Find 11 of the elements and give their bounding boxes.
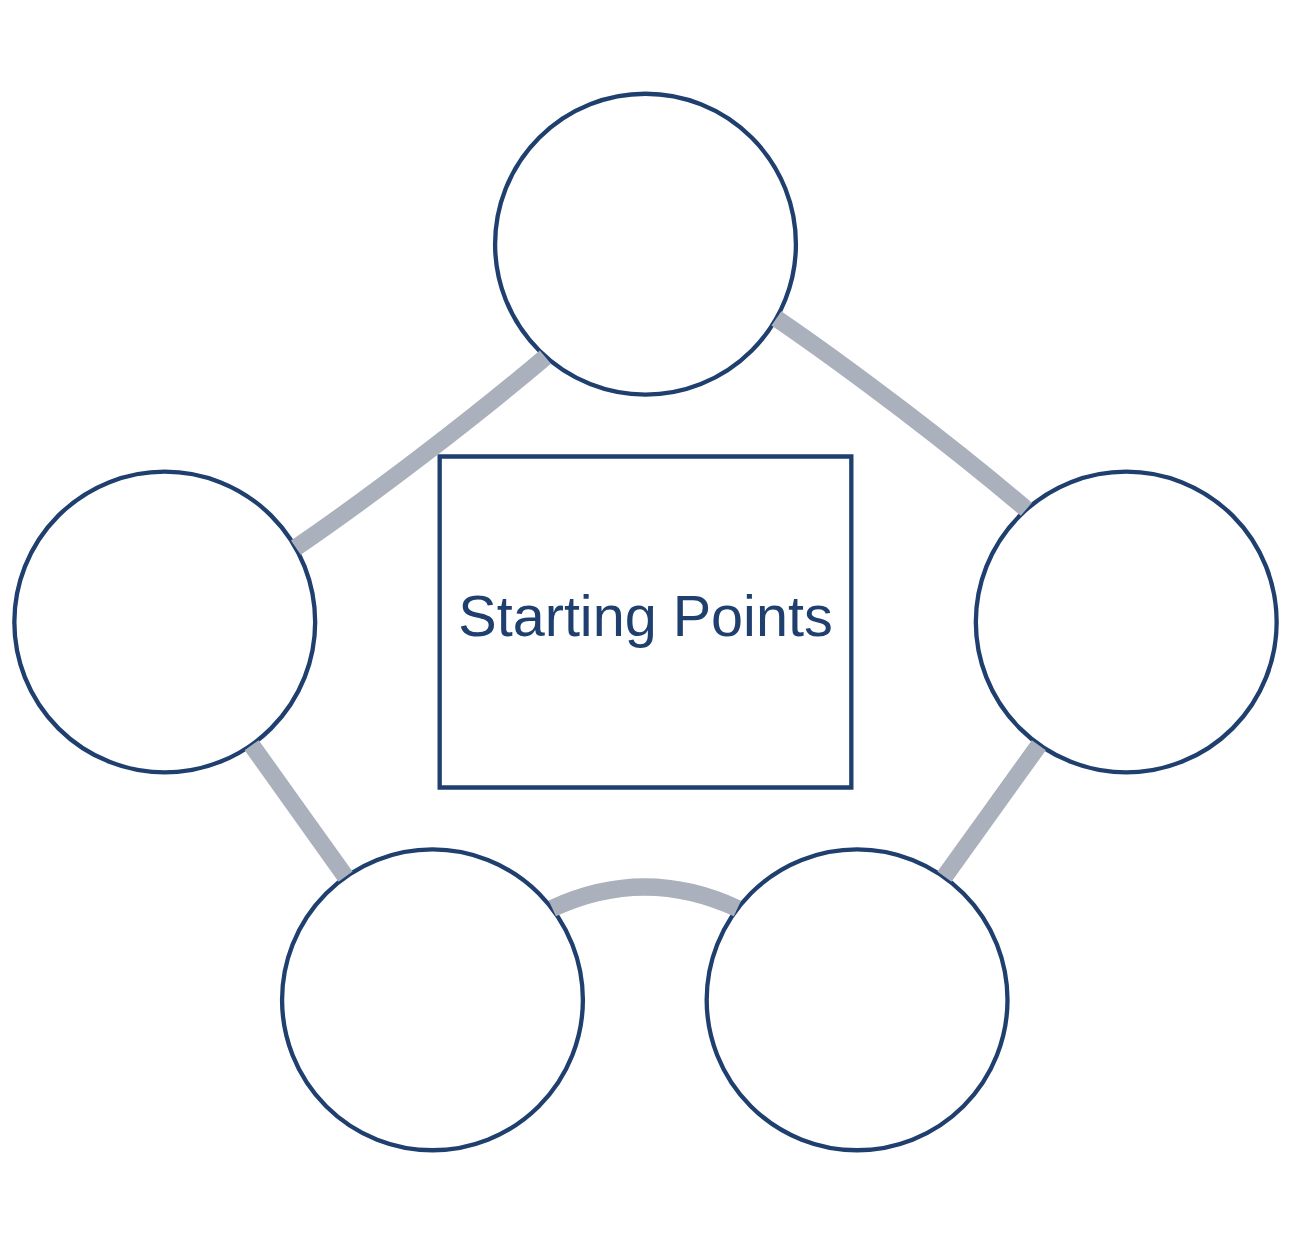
connector [937, 739, 1046, 882]
node-circle [12, 468, 318, 775]
node-box: Starting Points [437, 453, 854, 790]
node-circle [279, 846, 586, 1152]
node-circle [704, 846, 1010, 1152]
connector [244, 739, 353, 882]
node-circle [492, 91, 799, 397]
connector [290, 349, 551, 555]
connector [771, 310, 1032, 516]
node-circle [973, 468, 1279, 775]
connector [548, 877, 741, 916]
